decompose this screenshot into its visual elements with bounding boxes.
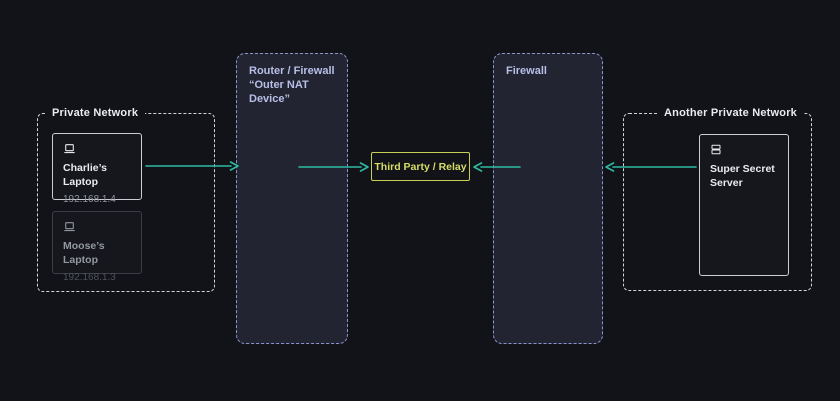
node-name: Charlie’s Laptop (63, 162, 107, 188)
node-ip: 192.168.1.3 (63, 272, 116, 283)
node-third-party-relay: Third Party / Relay (371, 152, 470, 181)
node-name: Moose’s Laptop (63, 240, 105, 266)
private-network-group: Private Network Charlie’s Laptop 192.168… (37, 106, 215, 292)
router-title: Router / Firewall (249, 65, 335, 77)
node-ip: 192.168.1.4 (63, 194, 116, 205)
node-firewall: Firewall (493, 53, 603, 344)
another-private-network-label: Another Private Network (657, 106, 804, 121)
node-name: Super Secret Server (710, 163, 775, 189)
laptop-icon (63, 220, 131, 233)
laptop-icon (63, 142, 131, 155)
private-network-label: Private Network (45, 106, 146, 121)
another-private-network-group: Another Private Network Super Secret Ser… (623, 106, 812, 291)
node-super-secret-server: Super Secret Server (699, 134, 789, 276)
firewall-title: Firewall (506, 65, 547, 77)
node-router-firewall: Router / Firewall “Outer NAT Device” (236, 53, 348, 344)
server-icon (710, 143, 778, 156)
node-charlies-laptop: Charlie’s Laptop 192.168.1.4 (52, 133, 142, 205)
node-mooses-laptop: Moose’s Laptop 192.168.1.3 (52, 211, 142, 283)
router-subtitle: “Outer NAT Device” (249, 79, 309, 105)
